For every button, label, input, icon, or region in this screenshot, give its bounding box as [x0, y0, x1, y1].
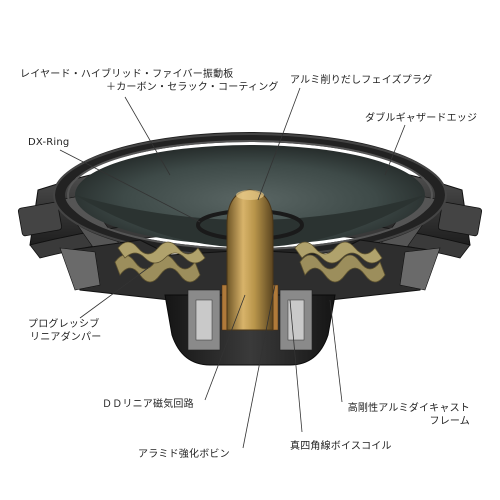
- leader-cone: [124, 96, 171, 176]
- leader-lines: [59, 87, 406, 449]
- label-damper: プログレッシブ リニアダンパー: [28, 318, 101, 344]
- progressive-linear-damper: [114, 241, 386, 283]
- label-damper-line2: リニアダンパー: [30, 332, 102, 343]
- label-bobbin: アラミド強化ボビン: [138, 449, 230, 460]
- label-diaphragm: レイヤード・ハイブリッド・ファイバー振動板 ＋カーボン・セラック・コーティング: [20, 68, 279, 94]
- label-damper-line1: プログレッシブ: [28, 319, 100, 330]
- leader-frame: [329, 299, 343, 403]
- leader-damper: [79, 267, 149, 319]
- label-diaphragm-line1: レイヤード・ハイブリッド・ファイバー振動板: [20, 69, 234, 80]
- label-frame: 高剛性アルミダイキャスト フレーム: [325, 402, 470, 428]
- label-double-edge: ダブルギャザードエッジ: [365, 113, 478, 124]
- leader-edge: [384, 124, 406, 176]
- label-diaphragm-line2: ＋カーボン・セラック・コーティング: [106, 82, 279, 93]
- leader-bobbin: [242, 284, 276, 449]
- leader-voice-coil: [289, 299, 303, 433]
- aluminum-phase-plug: [226, 189, 274, 331]
- label-magnetic-circuit: ＤＤリニア磁気回路: [102, 399, 194, 410]
- leader-phase-plug: [257, 87, 301, 201]
- leader-magnet: [204, 294, 246, 401]
- label-dx-ring: DX-Ring: [28, 137, 70, 148]
- label-frame-line2: フレーム: [429, 416, 470, 427]
- label-voice-coil: 真四角線ボイスコイル: [290, 441, 392, 452]
- leader-dx-ring: [59, 149, 201, 223]
- label-phase-plug: アルミ削りだしフェイズプラグ: [290, 75, 433, 86]
- label-frame-line1: 高剛性アルミダイキャスト: [347, 403, 470, 414]
